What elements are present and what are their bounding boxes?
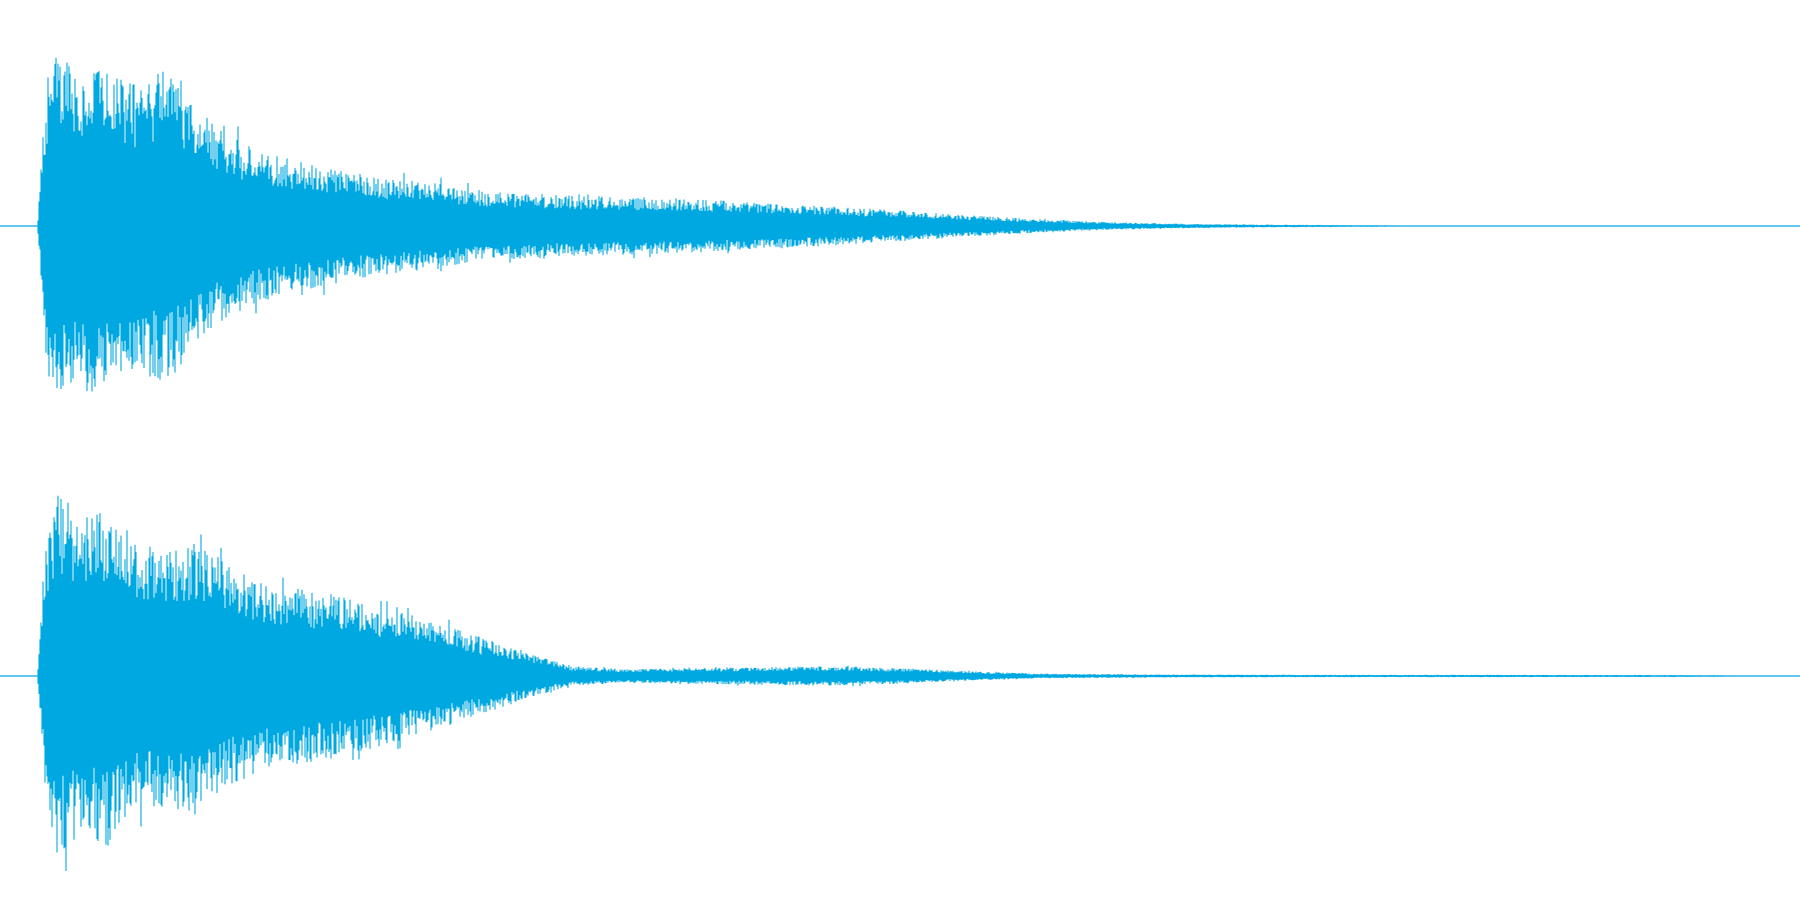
channel-2-track[interactable] bbox=[0, 450, 1800, 900]
channel-1-waveform bbox=[0, 57, 1800, 392]
channel-2-wave bbox=[37, 495, 1744, 871]
channel-1-wave bbox=[37, 57, 1416, 392]
channel-2-waveform bbox=[0, 495, 1800, 871]
channel-1-track[interactable] bbox=[0, 0, 1800, 450]
